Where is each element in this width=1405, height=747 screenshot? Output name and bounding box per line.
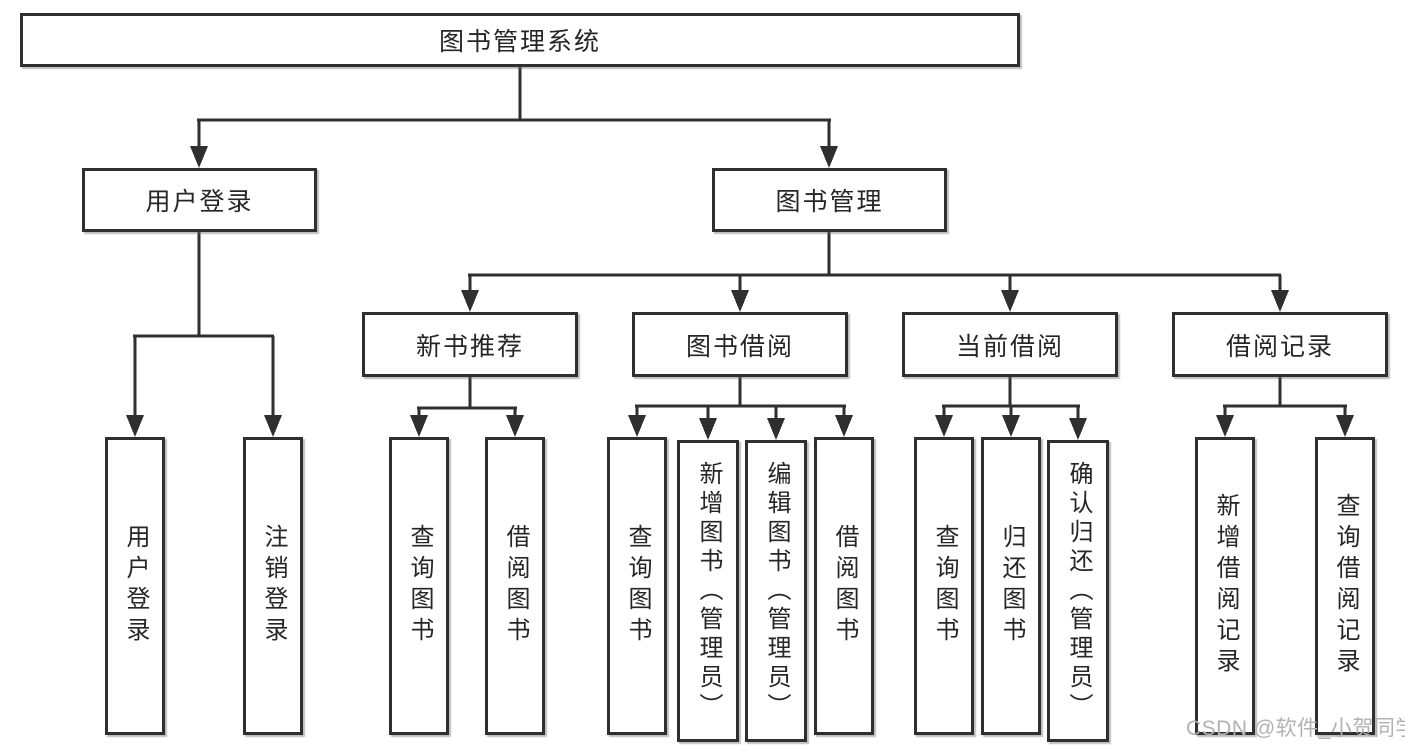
node-book-borrow: 图书借阅 — [632, 312, 848, 377]
arrow-down-icon — [1336, 415, 1354, 437]
leaf-query-books-current: 查询图书 — [914, 437, 974, 735]
leaf-query-books-borrow: 查询图书 — [607, 437, 667, 735]
connector-book-management-branch — [461, 232, 1289, 312]
node-current-borrow: 当前借阅 — [902, 312, 1118, 377]
node-label: 编辑图书（管理员） — [763, 460, 790, 722]
node-label: 用户登录 — [122, 524, 149, 648]
arrow-down-icon — [1002, 415, 1020, 437]
arrow-down-icon — [628, 415, 646, 437]
csdn-watermark: CSDN @软件_小贺同学 — [1186, 717, 1405, 740]
node-label: 图书借阅 — [685, 332, 794, 361]
node-label: 借阅图书 — [502, 524, 529, 648]
node-label: 确认归还（管理员） — [1065, 460, 1092, 722]
node-label: 查询借阅记录 — [1332, 493, 1359, 679]
arrow-down-icon — [731, 290, 749, 312]
node-user-login: 用户登录 — [82, 168, 317, 232]
leaf-logout-login: 注销登录 — [243, 437, 303, 735]
leaf-user-login: 用户登录 — [105, 437, 165, 735]
arrow-down-icon — [461, 290, 479, 312]
node-label: 查询图书 — [624, 524, 651, 648]
arrow-down-icon — [820, 146, 838, 168]
arrow-down-icon — [835, 415, 853, 437]
arrow-down-icon — [935, 415, 953, 437]
node-borrow-records: 借阅记录 — [1172, 312, 1388, 377]
leaf-confirm-return-admin: 确认归还（管理员） — [1047, 440, 1109, 742]
connector-new-book-recommend-branch — [410, 377, 524, 437]
node-label: 图书管理 — [775, 188, 884, 216]
leaf-return-book: 归还图书 — [981, 437, 1041, 735]
node-new-book-recommend: 新书推荐 — [362, 312, 578, 377]
node-label: 借阅记录 — [1225, 332, 1334, 361]
node-book-management: 图书管理 — [712, 168, 947, 232]
node-label: 用户登录 — [145, 188, 254, 216]
connector-borrow-records-branch — [1216, 377, 1354, 437]
arrow-down-icon — [410, 415, 428, 437]
connector-current-borrow-branch — [935, 377, 1087, 440]
arrow-down-icon — [1271, 290, 1289, 312]
connector-book-borrow-branch — [628, 377, 853, 440]
node-label: 新增借阅记录 — [1212, 493, 1239, 679]
arrow-down-icon — [1069, 418, 1087, 440]
arrow-down-icon — [1001, 290, 1019, 312]
node-label: 查询图书 — [406, 524, 433, 648]
connector-root-to-level2 — [190, 67, 838, 168]
leaf-borrow-books-recommend: 借阅图书 — [485, 437, 545, 735]
node-label: 借阅图书 — [831, 524, 858, 648]
arrow-down-icon — [506, 415, 524, 437]
leaf-query-borrow-record: 查询借阅记录 — [1315, 437, 1375, 735]
node-label: 查询图书 — [931, 524, 958, 648]
arrow-down-icon — [190, 146, 208, 168]
leaf-add-borrow-record: 新增借阅记录 — [1195, 437, 1255, 735]
leaf-edit-book-admin: 编辑图书（管理员） — [745, 440, 807, 742]
node-label: 新书推荐 — [415, 332, 524, 361]
arrow-down-icon — [767, 418, 785, 440]
leaf-add-book-admin: 新增图书（管理员） — [677, 440, 739, 742]
leaf-query-books-recommend: 查询图书 — [389, 437, 449, 735]
arrow-down-icon — [1216, 415, 1234, 437]
node-label: 注销登录 — [260, 524, 287, 648]
arrow-down-icon — [264, 415, 282, 437]
leaf-borrow-books: 借阅图书 — [814, 437, 874, 735]
node-label: 新增图书（管理员） — [695, 460, 722, 722]
node-library-management-system: 图书管理系统 — [20, 13, 1020, 67]
node-label: 图书管理系统 — [438, 28, 601, 56]
arrow-down-icon — [126, 415, 144, 437]
node-label: 当前借阅 — [955, 332, 1064, 361]
node-label: 归还图书 — [998, 524, 1025, 648]
arrow-down-icon — [699, 418, 717, 440]
connector-user-login-branch — [126, 232, 282, 437]
